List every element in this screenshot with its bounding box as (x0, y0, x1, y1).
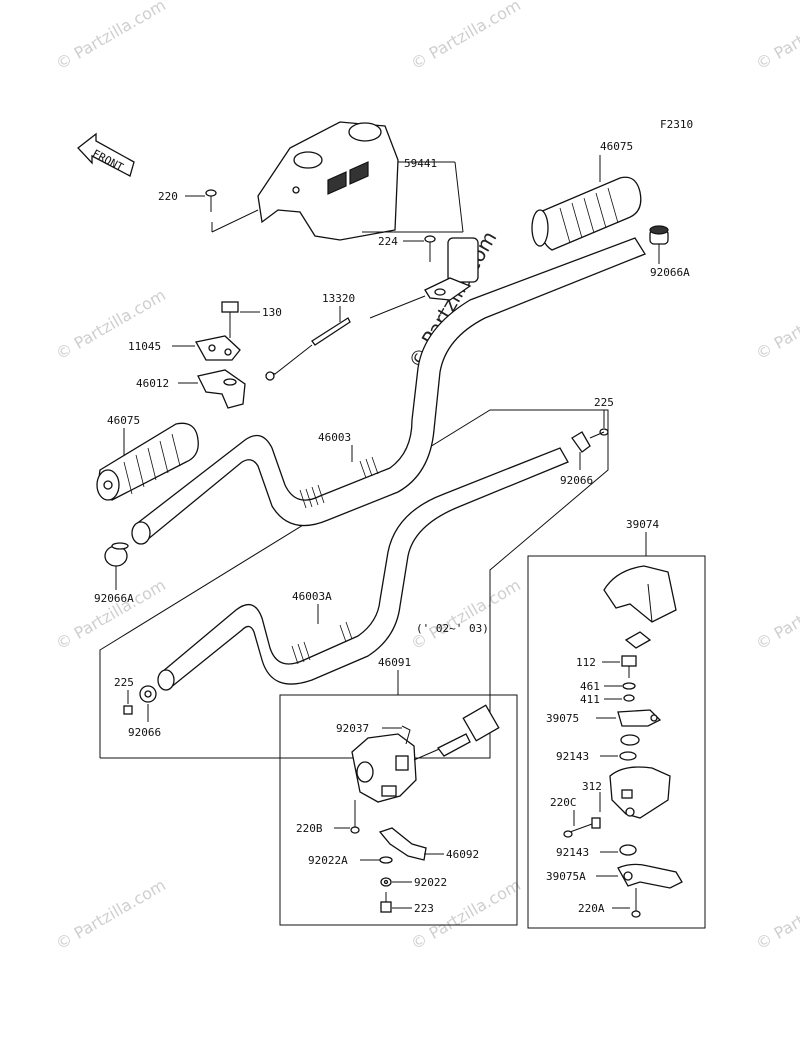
screw-220C (564, 824, 592, 837)
bracket-11045 (196, 336, 240, 360)
washer-461 (623, 683, 635, 689)
label-92066-left: 92066 (128, 726, 161, 739)
label-220A: 220A (578, 902, 605, 915)
lever-46092 (380, 828, 426, 860)
label-220B: 220B (296, 822, 323, 835)
clamp-92066-left (140, 686, 156, 702)
screw-225-right (590, 429, 608, 438)
bolt-130 (222, 302, 238, 338)
screw-220B (351, 800, 359, 833)
watermark: © Partzilla.com (753, 0, 800, 73)
label-46003A: 46003A (292, 590, 332, 603)
throttle-cable (266, 296, 425, 380)
label-220C: 220C (550, 796, 577, 809)
switch-housing-right (610, 767, 670, 818)
clip-small (626, 632, 650, 648)
label-46075-left: 46075 (107, 414, 140, 427)
label-220: 220 (158, 190, 178, 203)
label-39075: 39075 (546, 712, 579, 725)
clamp-92066-right (572, 432, 590, 452)
watermark: © Partzilla.com (753, 875, 800, 953)
label-46075-right: 46075 (600, 140, 633, 153)
label-46091: 46091 (378, 656, 411, 669)
label-461: 461 (580, 680, 600, 693)
watermark: © Partzilla.com (53, 0, 169, 73)
watermark: © Partzilla.com (408, 575, 524, 653)
label-92066A-right: 92066A (650, 266, 690, 279)
watermark: © Partzilla.com (753, 285, 800, 363)
label-92022A: 92022A (308, 854, 348, 867)
washer-92022A (380, 857, 392, 863)
label-312: 312 (582, 780, 602, 793)
end-cap-92066A-right (650, 226, 668, 244)
watermark-layer: © Partzilla.com © Partzilla.com © Partzi… (53, 0, 800, 953)
screw-224 (425, 236, 435, 262)
screw-220 (206, 190, 216, 212)
switch-housing-46091 (352, 734, 416, 802)
label-39075A: 39075A (546, 870, 586, 883)
screw-220A (632, 888, 640, 917)
label-223: 223 (414, 902, 434, 915)
lever-39075A (618, 864, 682, 888)
washer-411 (624, 695, 634, 701)
label-130: 130 (262, 306, 282, 319)
label-225-right: 225 (594, 396, 614, 409)
watermark: © Partzilla.com (753, 575, 800, 653)
bolt-112 (622, 656, 636, 678)
holder-46012 (198, 370, 245, 408)
washer-92143-bottom (620, 845, 636, 855)
label-59441: 59441 (404, 157, 437, 170)
date-note: (' 02~' 03) (416, 622, 489, 635)
label-92066A-left: 92066A (94, 592, 134, 605)
switch-wire (414, 705, 499, 760)
label-13320: 13320 (322, 292, 355, 305)
label-92143-top: 92143 (556, 750, 589, 763)
grip-46075-right (532, 177, 641, 250)
spring-312 (592, 818, 600, 828)
screw-225-left (124, 706, 132, 714)
watermark: © Partzilla.com (53, 875, 169, 953)
watermark: © Partzilla.com (53, 575, 169, 653)
label-46092: 46092 (446, 848, 479, 861)
label-11045: 11045 (128, 340, 161, 353)
front-arrow-icon: FRONT (78, 134, 134, 176)
washer-92143-top (620, 735, 639, 760)
switch-cover-39074 (604, 566, 676, 622)
label-112: 112 (576, 656, 596, 669)
label-46003: 46003 (318, 431, 351, 444)
label-92066-right: 92066 (560, 474, 593, 487)
label-411: 411 (580, 693, 600, 706)
label-92022: 92022 (414, 876, 447, 889)
figure-code: F2310 (660, 118, 693, 131)
label-92037: 92037 (336, 722, 369, 735)
end-cap-92066A-left (105, 543, 128, 566)
label-224: 224 (378, 235, 398, 248)
label-46012: 46012 (136, 377, 169, 390)
handlebar-cover (258, 122, 398, 240)
label-39074: 39074 (626, 518, 659, 531)
screw-223 (381, 892, 391, 912)
plate-39075 (618, 710, 660, 726)
watermark: © Partzilla.com (408, 0, 524, 73)
label-92143-bottom: 92143 (556, 846, 589, 859)
washer-92022 (381, 878, 391, 886)
label-225-left: 225 (114, 676, 134, 689)
